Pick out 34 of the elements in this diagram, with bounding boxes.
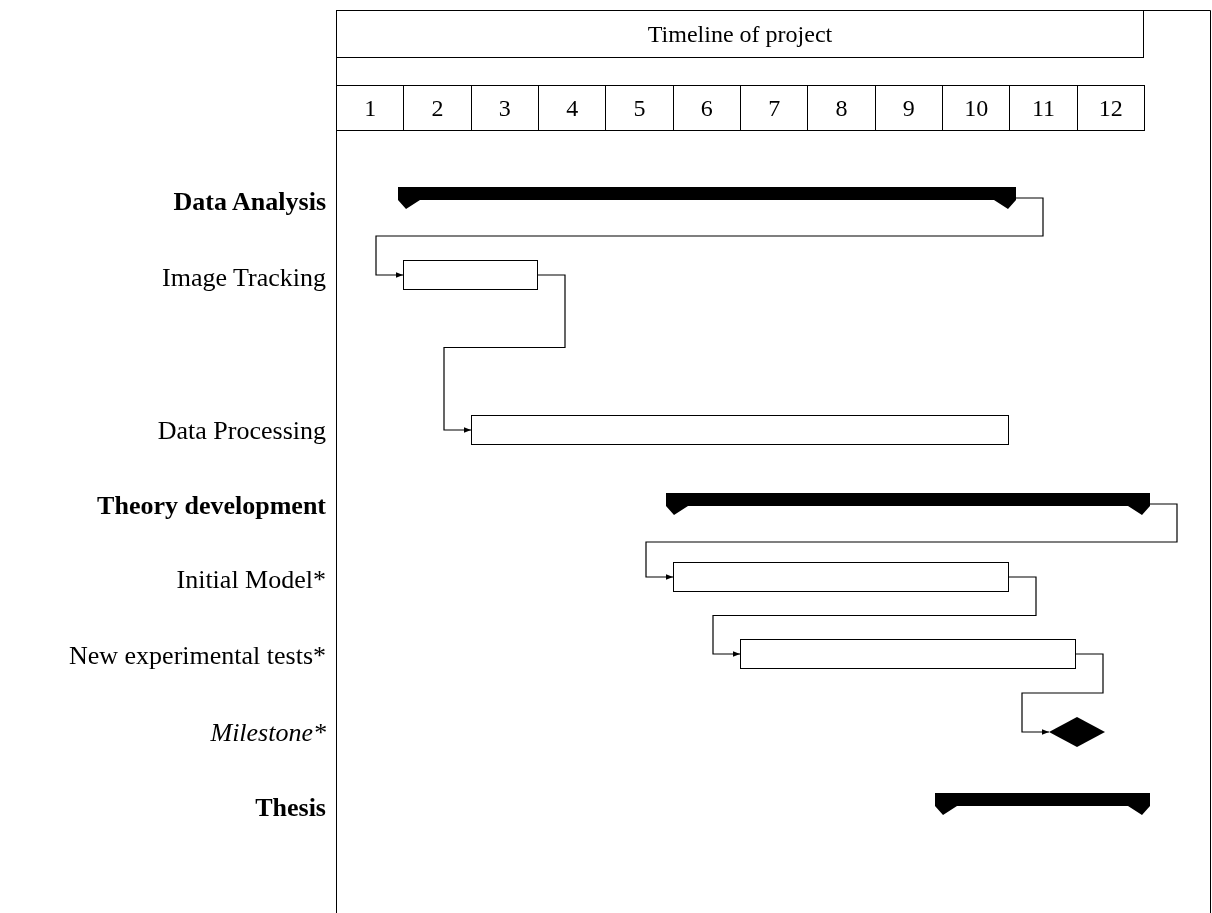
chart-title: Timeline of project (336, 10, 1144, 58)
task-bar (403, 260, 538, 290)
month-number: 4 (538, 85, 607, 131)
dependency-arrow (443, 274, 566, 433)
row-label: Data Analysis (173, 187, 326, 217)
dependency-arrow (375, 197, 1044, 278)
summary-bar (935, 793, 1150, 815)
month-number: 12 (1076, 85, 1145, 131)
month-number: 2 (403, 85, 472, 131)
month-number: 11 (1009, 85, 1078, 131)
row-label: Initial Model* (176, 565, 326, 595)
dependency-arrow (712, 576, 1037, 657)
row-label: New experimental tests* (68, 641, 326, 671)
dependency-arrow (645, 503, 1178, 580)
dependency-arrow (1021, 653, 1104, 735)
month-number: 5 (605, 85, 674, 131)
row-label: Theory development (97, 491, 326, 521)
month-number: 8 (807, 85, 876, 131)
summary-bar (398, 187, 1016, 209)
summary-bar (666, 493, 1150, 515)
month-number: 6 (672, 85, 741, 131)
row-label: Data Processing (157, 416, 326, 446)
row-label: Image Tracking (162, 263, 326, 293)
row-label: Thesis (255, 793, 326, 823)
task-bar (740, 639, 1076, 669)
row-label: Milestone* (210, 718, 326, 748)
month-number: 7 (740, 85, 809, 131)
month-number: 10 (942, 85, 1011, 131)
task-bar (471, 415, 1009, 445)
task-bar (673, 562, 1009, 592)
month-number: 3 (470, 85, 539, 131)
month-number: 1 (336, 85, 405, 131)
milestone-diamond (1049, 717, 1105, 747)
month-number: 9 (874, 85, 943, 131)
